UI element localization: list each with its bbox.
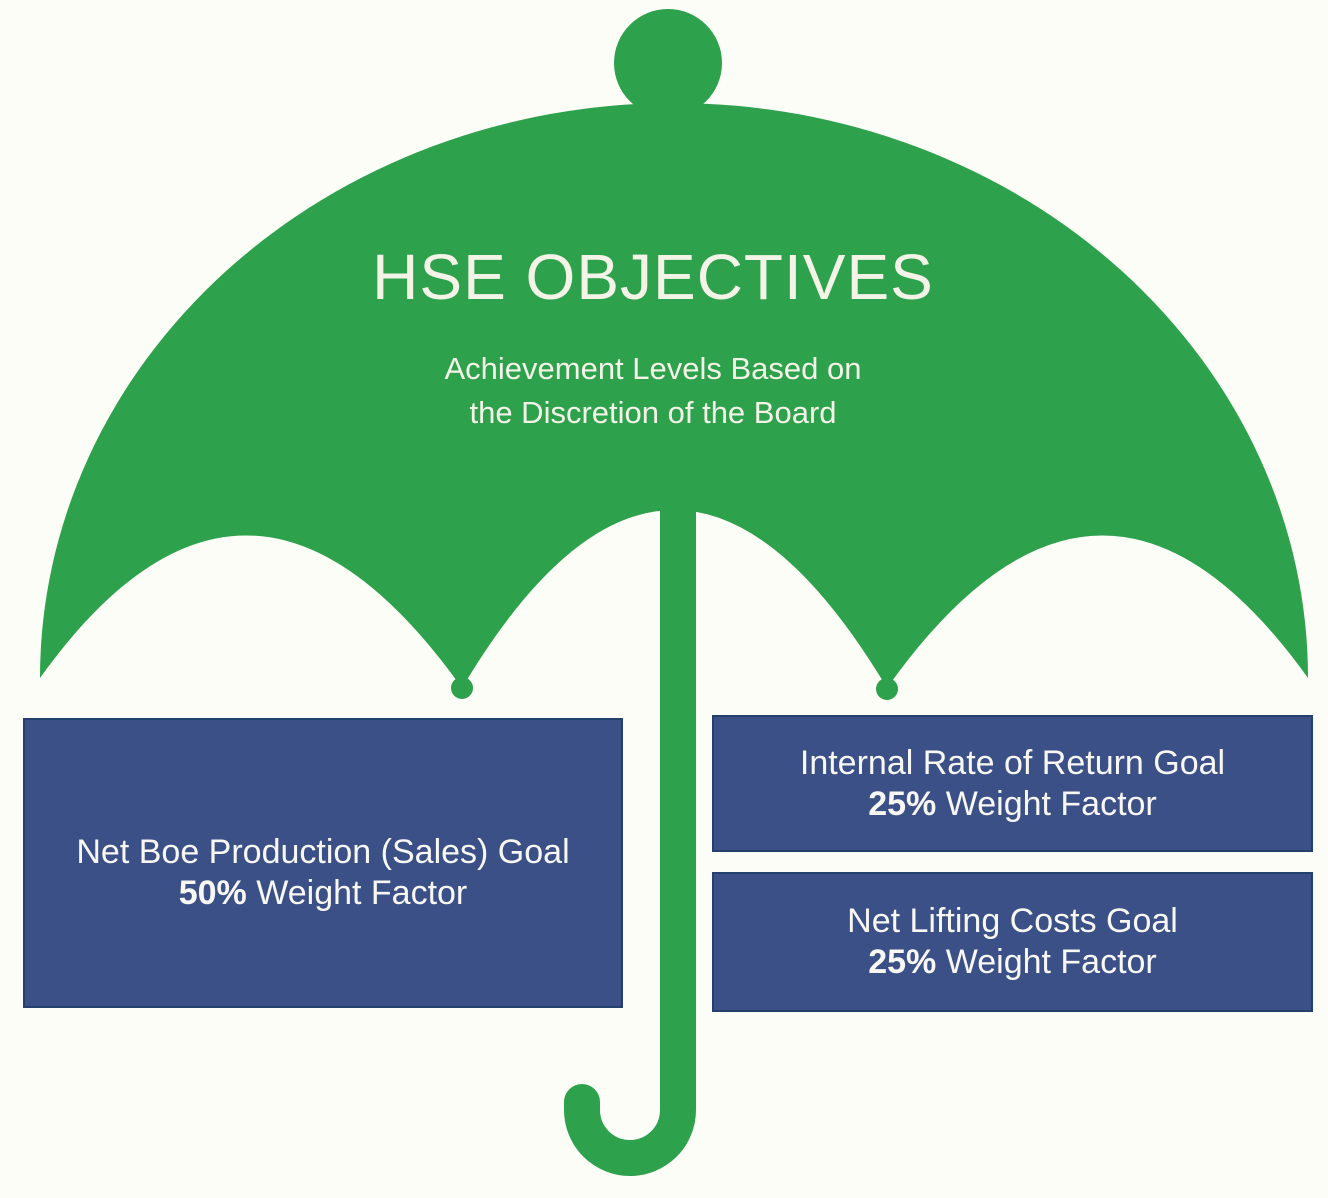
goal-weight-suffix: Weight Factor (945, 784, 1157, 823)
goal-weight-percent: 25% (868, 943, 937, 981)
goal-name: Internal Rate of Return Goal (799, 743, 1226, 782)
goal-box-net-boe-production: Net Boe Production (Sales) Goal 50% Weig… (23, 718, 623, 1008)
umbrella-subtitle-line1: Achievement Levels Based on (444, 351, 862, 386)
goal-box-internal-rate-of-return: Internal Rate of Return Goal 25% Weight … (712, 715, 1313, 852)
goal-box-net-lifting-costs: Net Lifting Costs Goal 25% Weight Factor (712, 872, 1313, 1012)
goal-weight-percent: 25% (868, 784, 937, 823)
umbrella-pole (564, 482, 696, 1176)
umbrella-subtitle-line2: the Discretion of the Board (469, 395, 837, 430)
scallop-ball-right (876, 678, 898, 700)
umbrella-title: HSE OBJECTIVES (372, 241, 934, 313)
goal-weight-percent: 50% (178, 873, 247, 912)
umbrella-knob (614, 9, 722, 117)
goal-weight-suffix: Weight Factor (256, 873, 468, 912)
goal-weight-suffix: Weight Factor (945, 943, 1157, 981)
goal-name: Net Lifting Costs Goal (847, 902, 1178, 940)
umbrella-subtitle: Achievement Levels Based on the Discreti… (0, 347, 1317, 435)
scallop-ball-left (451, 677, 473, 699)
umbrella-canopy (40, 103, 1308, 688)
goal-weight: 25% Weight Factor (868, 942, 1157, 983)
goal-weight: 50% Weight Factor (179, 873, 468, 914)
goal-name: Net Boe Production (Sales) Goal (76, 832, 570, 871)
goal-weight: 25% Weight Factor (868, 784, 1157, 825)
